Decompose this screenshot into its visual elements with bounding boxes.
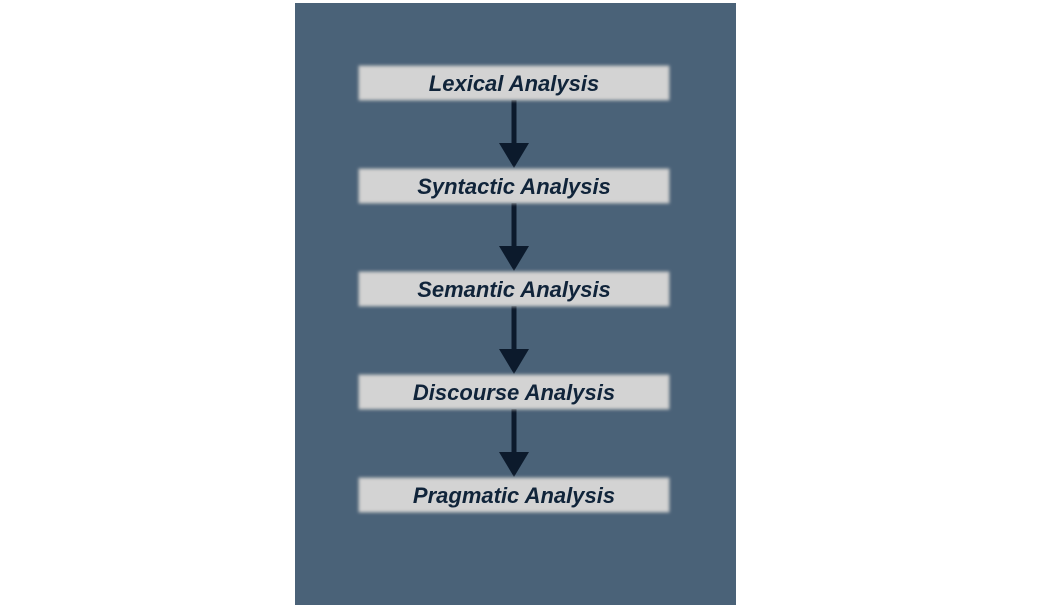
stage-box-shape: [358, 271, 670, 307]
stage-box-shape: [358, 374, 670, 410]
stage-label: Pragmatic Analysis: [413, 483, 615, 508]
stage-box: Lexical Analysis: [358, 65, 670, 101]
stage-box-shape: [358, 168, 670, 204]
stage-label: Discourse Analysis: [413, 380, 615, 405]
stage-label: Lexical Analysis: [429, 71, 599, 96]
arrow-head: [499, 246, 529, 271]
stage-box-shape: [358, 65, 670, 101]
arrow-head: [499, 143, 529, 168]
stage-box-shape: [358, 477, 670, 513]
arrow-head: [499, 349, 529, 374]
arrow-head: [499, 452, 529, 477]
stage-box: Pragmatic Analysis: [358, 477, 670, 513]
arrows-layer: [499, 100, 529, 477]
stage-label: Syntactic Analysis: [417, 174, 611, 199]
stage-box: Discourse Analysis: [358, 374, 670, 410]
stage-box: Syntactic Analysis: [358, 168, 670, 204]
stage-label: Semantic Analysis: [417, 277, 611, 302]
stage-box: Semantic Analysis: [358, 271, 670, 307]
